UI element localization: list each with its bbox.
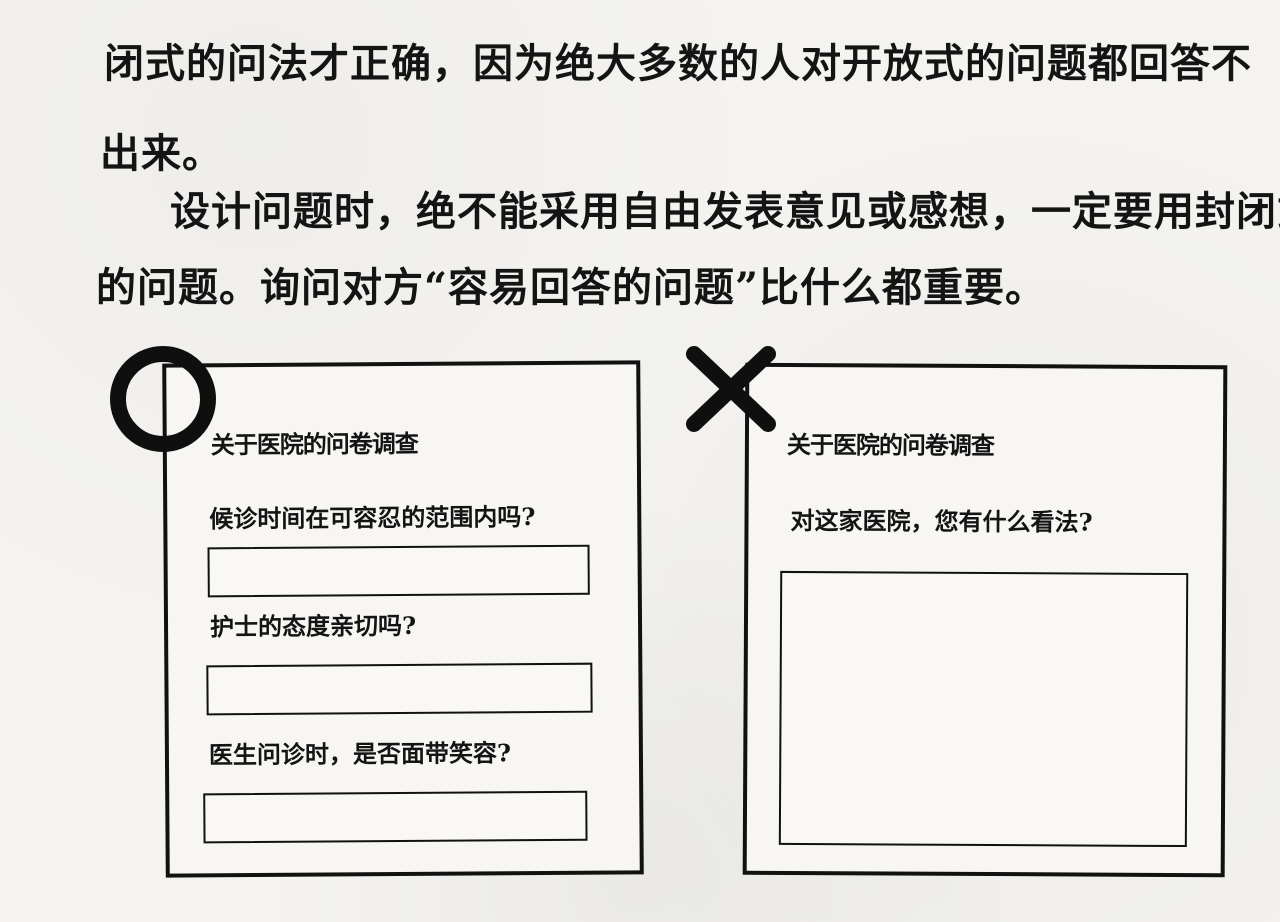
questionnaire-title: 关于医院的问卷调查 bbox=[210, 429, 418, 460]
question-label: 对这家医院，您有什么看法? bbox=[790, 505, 1093, 537]
open-answer-textarea[interactable] bbox=[778, 570, 1189, 848]
question-label: 护士的态度亲切吗? bbox=[209, 610, 417, 642]
answer-input[interactable] bbox=[207, 544, 590, 598]
body-text-line: 设计问题时，绝不能采用自由发表意见或感想，一定要用封闭式 bbox=[170, 188, 1280, 235]
cross-icon bbox=[686, 346, 776, 432]
bad-questionnaire-card: 关于医院的问卷调查 对这家医院，您有什么看法? bbox=[742, 362, 1228, 878]
body-text-line: 闭式的问法才正确，因为绝大多数的人对开放式的问题都回答不 bbox=[104, 40, 1252, 87]
question-label: 医生问诊时，是否面带笑容? bbox=[208, 738, 512, 770]
good-questionnaire-card: 关于医院的问卷调查 候诊时间在可容忍的范围内吗? 护士的态度亲切吗? 医生问诊时… bbox=[162, 360, 644, 878]
body-text-line: 的问题。询问对方“容易回答的问题”比什么都重要。 bbox=[96, 264, 1047, 311]
answer-input[interactable] bbox=[206, 662, 593, 716]
body-text-line: 出来。 bbox=[100, 130, 223, 177]
circle-icon bbox=[110, 346, 216, 452]
answer-input[interactable] bbox=[203, 790, 588, 844]
questionnaire-title: 关于医院的问卷调查 bbox=[786, 430, 994, 461]
question-label: 候诊时间在可容忍的范围内吗? bbox=[209, 502, 536, 534]
